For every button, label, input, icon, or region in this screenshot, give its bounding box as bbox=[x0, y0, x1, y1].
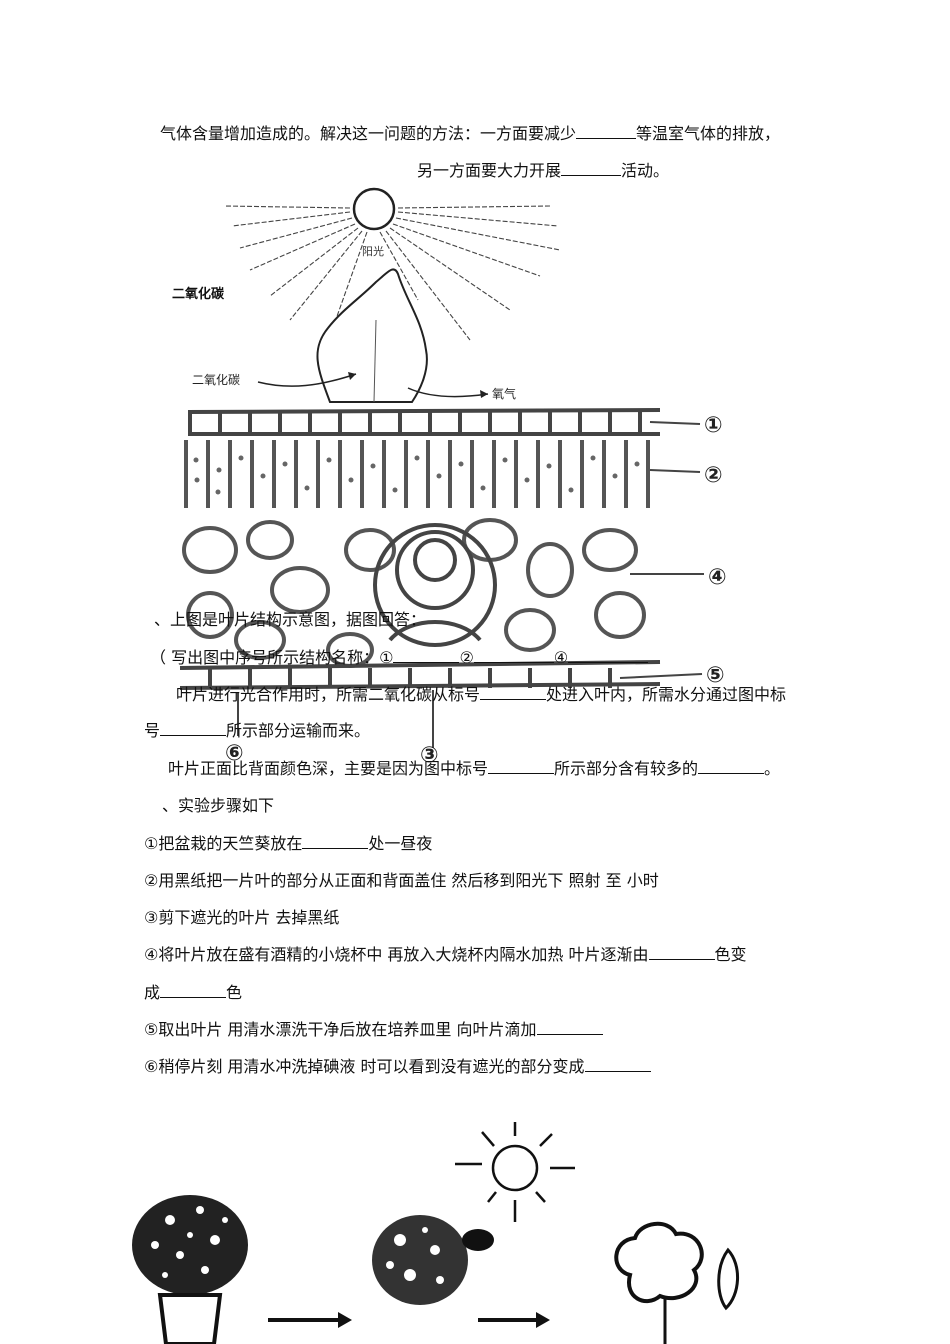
q2-part-b: 处进入叶内，所需水分通过图中标 bbox=[546, 685, 787, 704]
step-6: ⑥稍停片刻 用清水冲洗掉碘液 时可以看到没有遮光的部分变成 bbox=[144, 1057, 651, 1077]
step6-part-a: ⑥稍停片刻 用清水冲洗掉碘液 时可以看到没有遮光的部分变成 bbox=[144, 1057, 585, 1076]
question-intro: 、上图是叶片结构示意图，据图回答： bbox=[154, 610, 427, 629]
blank-q1-1[interactable] bbox=[393, 648, 460, 663]
marker-3: ③ bbox=[420, 743, 439, 768]
blank-q3-1[interactable] bbox=[488, 759, 555, 774]
text-line-2: 另一方面要大力开展 活动。 bbox=[417, 161, 669, 181]
line2-part-b: 活动。 bbox=[621, 161, 670, 180]
q3-part-b: 所示部分含有较多的 bbox=[554, 759, 699, 778]
arrow-2 bbox=[478, 1312, 550, 1328]
step4-part-b: 色变 bbox=[714, 945, 747, 964]
marker-4: ④ bbox=[708, 565, 727, 590]
question-2: 叶片进行光合作用时，所需二氧化碳从标号 处进入叶内，所需水分通过图中标 bbox=[176, 685, 786, 705]
step4-part-a: ④将叶片放在盛有酒精的小烧杯中 再放入大烧杯内隔水加热 叶片逐渐由 bbox=[144, 945, 649, 964]
experiment-illustration bbox=[132, 1122, 740, 1344]
q2-part-a: 叶片进行光合作用时，所需二氧化碳从标号 bbox=[176, 685, 481, 704]
step-3: ③剪下遮光的叶片 去掉黑纸 bbox=[144, 908, 340, 927]
step-4-cont: 成色 bbox=[144, 983, 242, 1003]
q2-part-c: 号 bbox=[144, 721, 161, 740]
co2-label-arrow: 二氧化碳 bbox=[192, 373, 240, 387]
q1-mid2: ② bbox=[459, 648, 474, 667]
blank-step4-1[interactable] bbox=[648, 945, 715, 960]
sun-icon-bottom bbox=[455, 1122, 575, 1222]
leaf-shape bbox=[316, 268, 428, 403]
leaf-cross-section-diagram: ① ② ④ ⑤ ③ ⑥ bbox=[179, 408, 727, 768]
marker-2: ② bbox=[704, 463, 723, 488]
palisade-layer bbox=[184, 440, 650, 508]
blank-q2-1[interactable] bbox=[480, 685, 547, 700]
blank-1[interactable] bbox=[576, 124, 637, 139]
blank-step5[interactable] bbox=[536, 1020, 603, 1035]
step1-part-a: ①把盆栽的天竺葵放在 bbox=[144, 834, 303, 853]
blank-step6[interactable] bbox=[584, 1057, 651, 1072]
co2-arrow bbox=[257, 373, 357, 387]
line2-part-a: 另一方面要大力开展 bbox=[417, 161, 562, 180]
step1-part-b: 处一昼夜 bbox=[368, 834, 433, 853]
line1-part-a: 气体含量增加造成的。解决这一问题的方法：一方面要减少 bbox=[160, 124, 577, 143]
line1-part-b: 等温室气体的排放， bbox=[636, 124, 781, 143]
o2-label: 氧气 bbox=[492, 386, 516, 401]
marker-5: ⑤ bbox=[706, 663, 725, 688]
question-3: 叶片正面比背面颜色深，主要是因为图中标号 所示部分含有较多的 。 bbox=[168, 759, 780, 779]
q3-part-c: 。 bbox=[764, 759, 781, 778]
q1-prefix: （ 写出图中序号所示结构名称：① bbox=[150, 648, 394, 667]
covered-leaf-plant-icon bbox=[372, 1215, 494, 1305]
sun-icon bbox=[352, 187, 396, 231]
blank-q1-4[interactable] bbox=[568, 648, 649, 663]
blank-q1-2[interactable] bbox=[473, 648, 554, 663]
step-5: ⑤取出叶片 用清水漂洗干净后放在培养皿里 向叶片滴加 bbox=[144, 1020, 603, 1040]
blank-q2-2[interactable] bbox=[160, 721, 227, 736]
blank-2[interactable] bbox=[561, 161, 622, 176]
sunlight-label: 阳光 bbox=[362, 244, 384, 258]
blank-q3-2[interactable] bbox=[698, 759, 765, 774]
co2-label-top: 二氧化碳 bbox=[172, 286, 225, 302]
step4-part-d: 色 bbox=[226, 983, 243, 1002]
step5-part-a: ⑤取出叶片 用清水漂洗干净后放在培养皿里 向叶片滴加 bbox=[144, 1020, 537, 1039]
photosynthesis-diagram: 阳光 二氧化碳 二氧化碳 氧气 bbox=[172, 187, 561, 403]
spongy-layer bbox=[182, 518, 646, 668]
q3-part-a: 叶片正面比背面颜色深，主要是因为图中标号 bbox=[168, 759, 489, 778]
potted-plant-icon bbox=[132, 1195, 248, 1344]
step-2: ②用黑纸把一片叶的部分从正面和背面盖住 然后移到阳光下 照射 至 小时 bbox=[144, 871, 659, 890]
text-line-1: 气体含量增加造成的。解决这一问题的方法：一方面要减少 等温室气体的排放， bbox=[160, 124, 780, 144]
arrow-1 bbox=[268, 1312, 352, 1328]
o2-arrow bbox=[407, 387, 489, 398]
q1-mid4: ④ bbox=[553, 648, 569, 667]
step4-part-c: 成 bbox=[144, 983, 161, 1002]
question-1: （ 写出图中序号所示结构名称：① ② ④ bbox=[150, 648, 649, 668]
blank-step4-2[interactable] bbox=[160, 983, 227, 998]
plant-with-leaf-icon bbox=[614, 1222, 740, 1344]
question-2-cont: 号 所示部分运输而来。 bbox=[144, 721, 370, 741]
step-4: ④将叶片放在盛有酒精的小烧杯中 再放入大烧杯内隔水加热 叶片逐渐由 色变 bbox=[144, 945, 747, 965]
marker-6: ⑥ bbox=[225, 741, 244, 766]
step-1: ①把盆栽的天竺葵放在 处一昼夜 bbox=[144, 834, 432, 854]
marker-1: ① bbox=[704, 413, 723, 438]
experiment-title: 、实验步骤如下 bbox=[162, 796, 275, 815]
blank-step1[interactable] bbox=[302, 834, 369, 849]
q2-part-d: 所示部分运输而来。 bbox=[226, 721, 371, 740]
vascular-bundle bbox=[373, 523, 497, 647]
